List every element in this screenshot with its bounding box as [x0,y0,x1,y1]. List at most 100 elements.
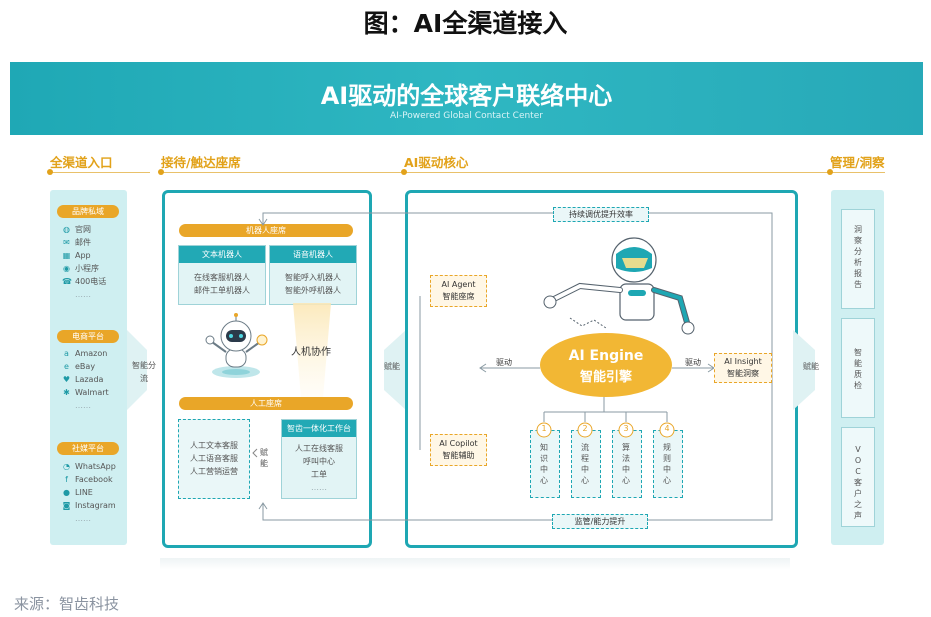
source-note: 来源：智齿科技 [14,595,120,613]
bottom-shadow [160,558,790,570]
group-list: ◍官网 ✉邮件 ▦App ◉小程序 ☎400电话 …… [62,223,106,301]
insight-box: 洞察分析报告 [841,209,875,309]
center-badge-icon [659,422,675,438]
more-dots: …… [75,290,91,299]
voice-robot-box: 语音机器人 智能呼入机器人 智能外呼机器人 [269,245,357,305]
banner-title: AI驱动的全球客户联络中心 [320,82,613,110]
line-icon: ● [63,488,70,497]
ai-copilot-box: AI Copilot 智能辅助 [430,434,487,466]
section-line [830,172,885,173]
insight-box: 智能质检 [841,318,875,418]
human-item: 人工营销运营 [190,467,238,476]
section-seats: 接待/触达座席 [161,155,241,170]
channel-item: ◉小程序 [63,264,99,273]
channel-column [50,190,127,545]
center-box [612,430,642,498]
walmart-icon: ✱ [63,388,70,397]
center-name: 流程中心 [581,443,589,485]
supervise-label: 监管/能力提升 [552,514,648,529]
section-line [404,172,829,173]
ai-insight-cn: 智能洞察 [727,369,759,378]
center-box [530,430,560,498]
robot-item: 智能呼入机器人 [285,273,341,282]
figure-title: 图：AI全渠道接入 [363,9,568,38]
insight-item: VOC客户之声 [854,445,862,520]
ai-agent-cn: 智能座席 [442,292,475,301]
drive-left-label: 驱动 [496,358,512,367]
connector-label-divert: 智能分流 [132,361,156,383]
workstation-item: 呼叫中心 [303,457,335,466]
connector-label-enable-right: 赋能 [803,362,819,371]
center-badge-icon [618,422,634,438]
optimize-label: 持续调优提升效率 [553,207,649,222]
facebook-icon: f [65,475,68,484]
ai-insight-box: AI Insight 智能洞察 [714,353,772,383]
ai-copilot-en: AI Copilot [439,439,478,448]
ai-agent-box: AI Agent 智能座席 [430,275,487,307]
center-name: 算法中心 [622,443,630,485]
instagram-icon: ◙ [62,501,71,510]
enable-arrow [252,448,258,458]
section-dot [827,169,833,175]
channel-item: ☎400电话 [62,277,107,286]
human-seat-header: 人工座席 [179,397,353,410]
center-box [571,430,601,498]
section-dot [158,169,164,175]
ai-engine-ellipse [540,333,672,397]
group-label: 社媒平台 [57,442,119,455]
ai-agent-en: AI Agent [441,280,476,289]
globe-icon: ◍ [63,225,70,234]
center-name: 知识中心 [540,443,548,485]
robot-item: 智能外呼机器人 [285,286,341,295]
human-item: 人工文本客服 [190,441,238,450]
insight-box: VOC客户之声 [841,427,875,527]
lazada-icon: ♥ [62,375,71,384]
workstation-item: 工单 [311,470,327,479]
robot-seat-header: 机器人座席 [179,224,353,237]
section-dot [401,169,407,175]
voice-robot-title: 语音机器人 [270,246,356,263]
workstation-item: 人工在线客服 [295,444,343,453]
banner-subtitle: AI-Powered Global Contact Center [390,111,543,121]
channel-item: ✱Walmart [63,388,109,397]
channel-item: ✉邮件 [63,238,91,247]
connector-arrow-mid [384,330,406,410]
more-dots: …… [75,514,91,523]
center-box [653,430,683,498]
collab-beam [293,303,331,398]
section-line [161,172,401,173]
section-manage: 管理/洞察 [830,155,885,170]
center-badge-icon [577,422,593,438]
insight-item: 洞察分析报告 [854,225,862,289]
channel-item: ●LINE [63,488,93,497]
workstation-title: 智齿一体化工作台 [282,420,356,437]
ai-engine-en: AI Engine [568,348,644,364]
center-number: 1 [541,424,547,433]
section-line [50,172,150,173]
human-items-box: 人工文本客服 人工语音客服 人工营销运营 [178,419,250,499]
section-core: AI驱动核心 [404,155,469,170]
center-number: 3 [623,424,629,433]
text-robot-box: 文本机器人 在线客服机器人 邮件工单机器人 [178,245,266,305]
section-dot [47,169,53,175]
center-number: 2 [582,424,588,433]
workstation-box: 智齿一体化工作台 人工在线客服 呼叫中心 工单 …… [281,419,357,499]
connector-arrow-right [793,330,815,410]
connector-arrow-left [127,330,147,410]
app-icon: ▦ [62,251,71,260]
robot-item: 在线客服机器人 [194,273,250,282]
drive-right-label: 驱动 [685,358,701,367]
enable-label-inner: 赋能 [260,448,268,468]
insight-item: 智能质检 [854,348,862,390]
whatsapp-icon: ◔ [63,462,70,471]
text-robot-title: 文本机器人 [179,246,265,263]
human-item: 人工语音客服 [190,454,238,463]
robot-mascot-icon [205,313,268,378]
more-dots: …… [75,401,91,410]
phone-icon: ☎ [62,277,72,286]
